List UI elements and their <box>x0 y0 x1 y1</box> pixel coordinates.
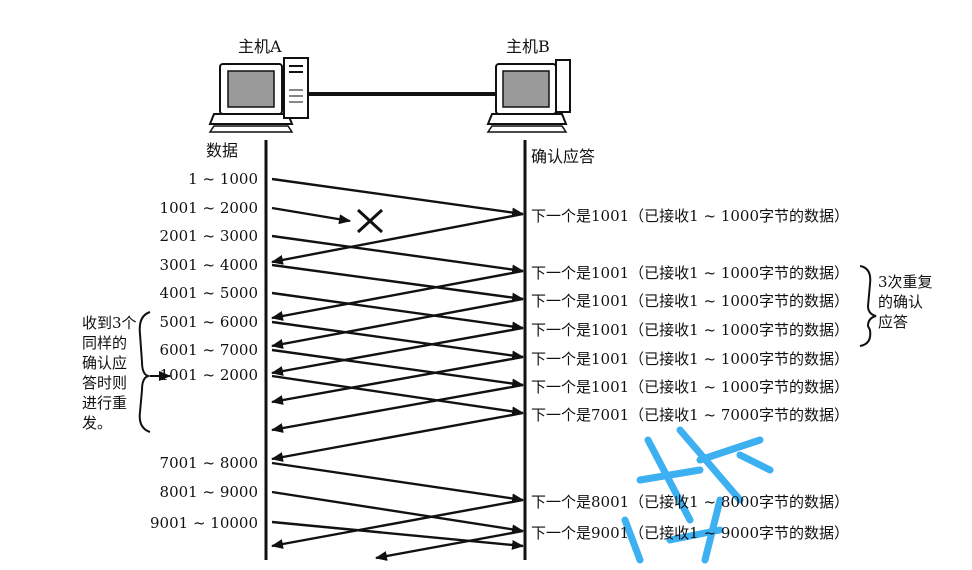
ack-label: 下一个是1001（已接收1 ~ 1000字节的数据） <box>531 321 849 339</box>
data-arrow <box>272 179 523 214</box>
ack-label: 下一个是7001（已接收1 ~ 7000字节的数据） <box>531 406 849 424</box>
host-b-title: 主机B <box>506 38 550 56</box>
ack-label: 下一个是1001（已接收1 ~ 1000字节的数据） <box>531 350 849 368</box>
ack-label: 下一个是1001（已接收1 ~ 1000字节的数据） <box>531 378 849 396</box>
retransmit-note-line: 同样的 <box>82 333 142 353</box>
ack-arrow <box>272 328 523 373</box>
ack-label: 下一个是1001（已接收1 ~ 1000字节的数据） <box>531 264 849 282</box>
duplicate-ack-note: 3次重复 的确认 应答 <box>878 272 948 332</box>
host-b-computer-icon <box>488 60 570 132</box>
retransmit-note-line: 发。 <box>82 413 142 433</box>
duplicate-ack-note-line: 3次重复 <box>878 272 948 292</box>
data-segment-label: 1001 ~ 2000 <box>108 199 258 217</box>
data-segment-label: 1 ~ 1000 <box>108 170 258 188</box>
duplicate-ack-note-line: 的确认 <box>878 292 948 312</box>
ack-label: 下一个是8001（已接收1 ~ 8000字节的数据） <box>531 493 849 511</box>
duplicate-ack-note-line: 应答 <box>878 312 948 332</box>
ack-column-title: 确认应答 <box>531 148 595 166</box>
ack-arrow <box>272 413 523 459</box>
duplicate-ack-brace <box>860 266 876 346</box>
data-arrow <box>272 236 523 271</box>
ack-label: 下一个是1001（已接收1 ~ 1000字节的数据） <box>531 292 849 310</box>
packet-loss-x-icon <box>358 210 382 232</box>
data-segment-label: 4001 ~ 5000 <box>108 284 258 302</box>
data-arrow <box>272 463 523 500</box>
retransmit-note-line: 答时则 <box>82 373 142 393</box>
retransmit-note-line: 进行重 <box>82 393 142 413</box>
data-column-title: 数据 <box>206 142 238 160</box>
data-segment-label: 3001 ~ 4000 <box>108 256 258 274</box>
segment-arrows <box>272 179 523 558</box>
ack-label: 下一个是1001（已接收1 ~ 1000字节的数据） <box>531 207 849 225</box>
data-segment-label: 2001 ~ 3000 <box>108 227 258 245</box>
host-a-title: 主机A <box>238 38 282 56</box>
data-segment-label: 9001 ~ 10000 <box>108 514 258 532</box>
ack-arrow <box>272 214 523 262</box>
data-segment-label: 7001 ~ 8000 <box>108 454 258 472</box>
retransmit-note: 收到3个 同样的 确认应 答时则 进行重 发。 <box>82 313 142 433</box>
retransmit-note-line: 收到3个 <box>82 313 142 333</box>
data-segment-label: 8001 ~ 9000 <box>108 483 258 501</box>
ack-label: 下一个是9001（已接收1 ~ 9000字节的数据） <box>531 524 849 542</box>
retransmit-note-line: 确认应 <box>82 353 142 373</box>
lost-data-arrow <box>272 208 350 221</box>
host-a-computer-icon <box>210 58 308 132</box>
